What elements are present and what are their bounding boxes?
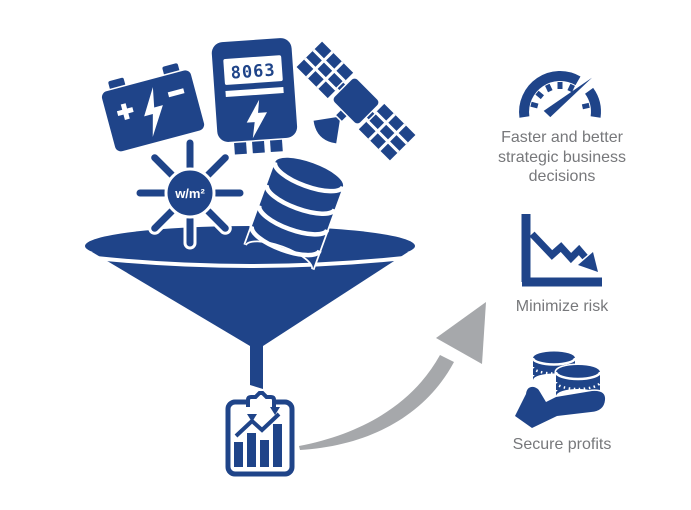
- speedometer-needle: [543, 77, 593, 118]
- coins-hand-icon: [513, 350, 607, 430]
- electricity-meter-icon: 8063: [210, 36, 299, 155]
- trend-line: [234, 412, 281, 438]
- battery-minus: [167, 88, 185, 98]
- meter-display: [223, 55, 283, 85]
- sun-core: [164, 167, 216, 219]
- benefit-label-secure-profits: Secure profits: [512, 436, 612, 453]
- database-icon: [243, 156, 345, 271]
- swoosh-arrow-icon: [299, 302, 486, 450]
- funnel-highlight: [95, 256, 405, 268]
- battery-icon: [100, 61, 206, 153]
- sun-label: w/m²: [174, 186, 205, 201]
- funnel-icon: [85, 226, 415, 389]
- sun-rays: [133, 136, 247, 250]
- satellite-icon: [294, 39, 418, 163]
- meter-bolt-icon: [246, 99, 268, 139]
- bar-chart: [234, 424, 282, 467]
- sun-irradiance-icon: w/m²: [133, 136, 247, 250]
- declining-chart-icon: [521, 214, 602, 287]
- report-chart-icon: [225, 391, 295, 477]
- open-hand: [513, 385, 607, 430]
- clipboard-clip: [246, 391, 276, 407]
- funnel-stem: [250, 340, 263, 389]
- battery-bolt-icon: [144, 87, 163, 137]
- funnel-cone: [92, 252, 408, 346]
- satellite-dish: [311, 114, 343, 146]
- benefit-label-minimize-risk: Minimize risk: [515, 298, 609, 315]
- satellite-body: [332, 77, 380, 125]
- benefit-label-decisions: Faster and better strategic business dec…: [497, 129, 627, 186]
- meter-reading: 8063: [230, 61, 276, 84]
- speedometer-icon: [519, 71, 601, 118]
